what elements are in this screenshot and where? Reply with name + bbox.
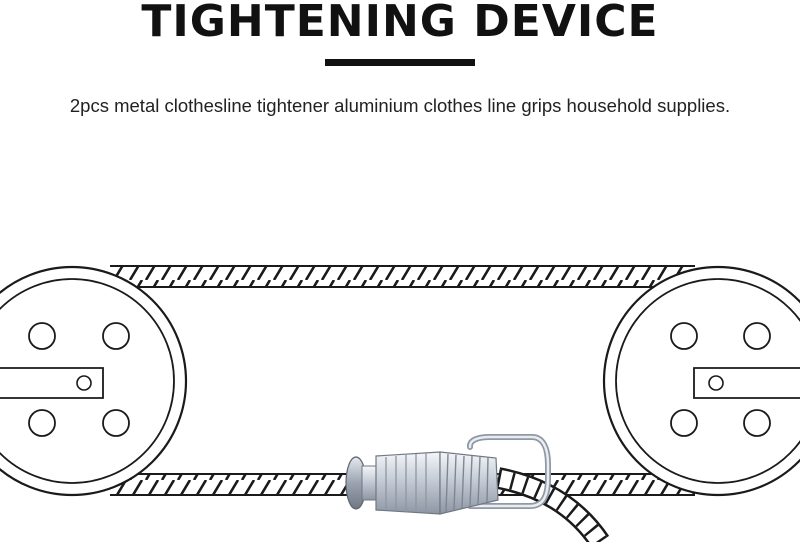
axle-slot (693, 367, 800, 399)
axle-pin (76, 375, 92, 391)
rope-top (110, 265, 695, 288)
right-pulley-wheel (602, 265, 800, 497)
bolt-hole (28, 322, 56, 350)
bolt-hole (670, 409, 698, 437)
bolt-hole (670, 322, 698, 350)
page-title: TIGHTENING DEVICE (141, 0, 659, 47)
bolt-hole (102, 409, 130, 437)
product-description: 2pcs metal clothesline tightener alumini… (69, 95, 731, 116)
axle-pin (708, 375, 724, 391)
bolt-hole (102, 322, 130, 350)
bolt-hole (743, 322, 771, 350)
clothesline-tightener (345, 434, 551, 515)
rope-tail (495, 467, 610, 542)
bolt-hole (28, 409, 56, 437)
title-underline (325, 59, 475, 66)
axle-slot (0, 367, 104, 399)
bolt-hole (743, 409, 771, 437)
left-pulley-wheel (0, 265, 188, 497)
